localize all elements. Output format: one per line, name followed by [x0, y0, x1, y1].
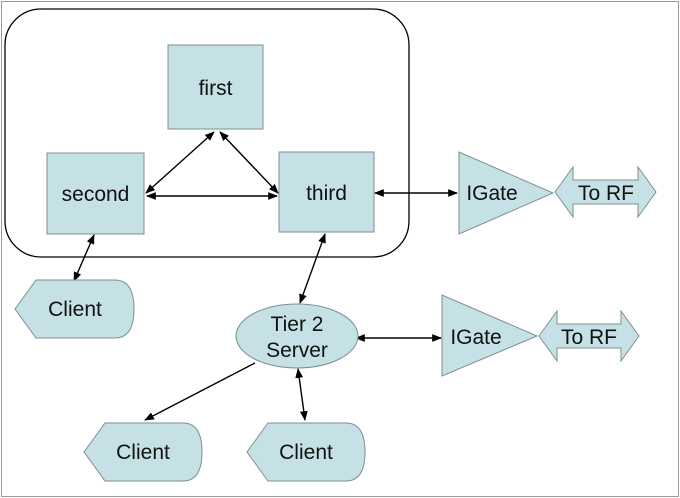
- to-rf-bottom-label: To RF: [561, 326, 617, 349]
- node-third: third: [278, 151, 375, 233]
- tier2-label-line2: Server: [266, 339, 328, 362]
- node-first: first: [167, 44, 264, 130]
- edge-second-client: [73, 234, 95, 282]
- node-igate-bottom: IGate: [441, 294, 539, 377]
- node-second: second: [46, 152, 145, 235]
- edge-third-tier2: [299, 233, 326, 304]
- client-bottom-right-label: Client: [279, 441, 333, 464]
- node-igate-top: IGate: [458, 151, 555, 235]
- to-rf-top-label: To RF: [578, 182, 634, 205]
- node-client-left: Client: [14, 279, 135, 339]
- node-to-rf-top: To RF: [554, 165, 657, 219]
- node-second-label: second: [62, 183, 130, 206]
- node-client-bottom-right: Client: [246, 422, 366, 482]
- client-bottom-left-label: Client: [116, 441, 170, 464]
- node-first-label: first: [199, 77, 233, 100]
- edge-tier2-client-bottom-left: [144, 362, 256, 421]
- node-client-bottom-left: Client: [83, 422, 203, 482]
- client-left-label: Client: [48, 298, 102, 321]
- tier1-group-box: [4, 8, 410, 258]
- edge-tier2-client-bottom-right: [295, 368, 308, 421]
- node-third-label: third: [306, 182, 347, 205]
- node-tier2-server: Tier 2 Server: [235, 303, 359, 369]
- edge-first-second: [145, 131, 215, 194]
- tier2-label-line1: Tier 2: [271, 313, 324, 336]
- igate-bottom-label: IGate: [450, 326, 501, 349]
- edge-first-third: [219, 131, 279, 194]
- node-to-rf-bottom: To RF: [538, 309, 640, 363]
- igate-top-label: IGate: [466, 182, 517, 205]
